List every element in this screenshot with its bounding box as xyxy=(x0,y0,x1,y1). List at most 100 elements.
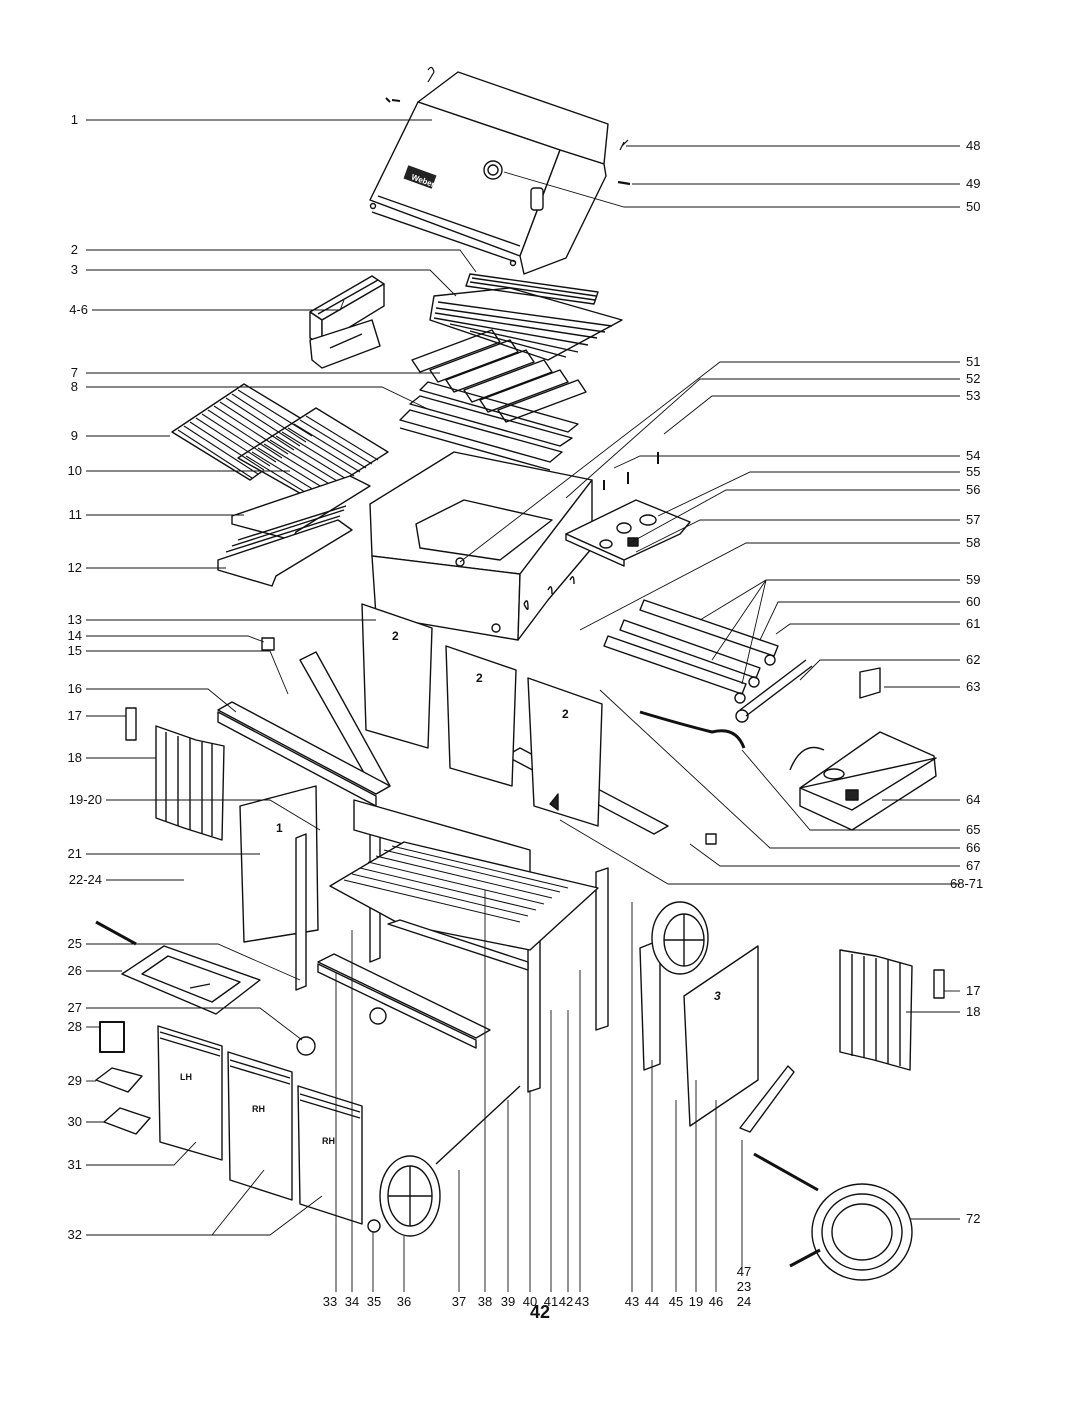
callout-30: 30 xyxy=(68,1114,82,1129)
callout-22-24: 22-24 xyxy=(69,872,102,887)
callout-27: 27 xyxy=(68,1000,82,1015)
callout-32: 32 xyxy=(68,1227,82,1242)
callout-34: 34 xyxy=(345,1294,359,1309)
callout-51: 51 xyxy=(966,354,980,369)
mark-3: 3 xyxy=(714,989,721,1003)
callout-62: 62 xyxy=(966,652,980,667)
cabinet-doors-drawing xyxy=(157,1025,363,1225)
callouts-right: 48 49 50 51 52 53 54 55 56 57 58 59 60 6… xyxy=(950,138,983,1226)
callout-19-20: 19-20 xyxy=(69,792,102,807)
cooking-grate-drawing xyxy=(429,287,623,361)
heat-deflector-drawing xyxy=(399,381,579,471)
callout-59: 59 xyxy=(966,572,980,587)
callout-61: 61 xyxy=(966,616,980,631)
propane-tank-drawing xyxy=(789,731,937,831)
wheel-small-drawing xyxy=(651,901,709,975)
rod-drawing xyxy=(435,1085,521,1165)
callout-7: 7 xyxy=(71,365,78,380)
callout-4-6: 4-6 xyxy=(69,302,88,317)
callout-65: 65 xyxy=(966,822,980,837)
mark-2-c: 2 xyxy=(562,707,569,721)
callout-16: 16 xyxy=(68,681,82,696)
cooking-grids-drawing xyxy=(171,383,389,501)
side-shelf-left-drawing xyxy=(155,725,225,841)
callout-45: 45 xyxy=(669,1294,683,1309)
callout-48: 48 xyxy=(966,138,980,153)
callout-14: 14 xyxy=(68,628,82,643)
callout-25: 25 xyxy=(68,936,82,951)
callout-31: 31 xyxy=(68,1157,82,1172)
leader-lines xyxy=(86,119,960,1292)
callout-40: 40 xyxy=(523,1294,537,1309)
callout-15: 15 xyxy=(68,643,82,658)
callout-43b: 43 xyxy=(625,1294,639,1309)
tray-drawing xyxy=(217,475,371,587)
callout-11: 11 xyxy=(69,507,83,522)
callout-23: 23 xyxy=(737,1279,751,1294)
small-parts-drawing xyxy=(95,637,945,1233)
mark-rh-b: RH xyxy=(322,1136,335,1146)
callout-57: 57 xyxy=(966,512,980,527)
callout-3: 3 xyxy=(71,262,78,277)
callout-43: 43 xyxy=(575,1294,589,1309)
burner-tubes-drawing xyxy=(603,599,813,723)
callout-66: 66 xyxy=(966,840,980,855)
callout-2: 2 xyxy=(71,242,78,257)
callout-39: 39 xyxy=(501,1294,515,1309)
callouts-left: 1 2 3 4-6 7 8 9 10 11 12 13 14 15 16 17 … xyxy=(68,112,102,1242)
callout-63: 63 xyxy=(966,679,980,694)
callout-46: 46 xyxy=(709,1294,723,1309)
callout-42: 42 xyxy=(559,1294,573,1309)
callout-17: 17 xyxy=(68,708,82,723)
callout-9: 9 xyxy=(71,428,78,443)
callout-17-right: 17 xyxy=(966,983,980,998)
callout-19-bottom: 19 xyxy=(689,1294,703,1309)
callout-52: 52 xyxy=(966,371,980,386)
callout-36: 36 xyxy=(397,1294,411,1309)
callout-26: 26 xyxy=(68,963,82,978)
mark-rh-a: RH xyxy=(252,1104,265,1114)
catch-pan-drawing xyxy=(121,945,261,1015)
grill-drawings xyxy=(95,66,945,1281)
callout-8: 8 xyxy=(71,379,78,394)
mark-lh: LH xyxy=(180,1072,192,1082)
callout-64: 64 xyxy=(966,792,980,807)
callout-24: 24 xyxy=(737,1294,751,1309)
callout-60: 60 xyxy=(966,594,980,609)
callout-28: 28 xyxy=(68,1019,82,1034)
callout-47: 47 xyxy=(737,1264,751,1279)
mark-2-a: 2 xyxy=(392,629,399,643)
callout-12: 12 xyxy=(68,560,82,575)
smoker-box-drawing xyxy=(309,275,385,369)
callout-18: 18 xyxy=(68,750,82,765)
control-panel-drawing xyxy=(565,499,691,567)
callout-58: 58 xyxy=(966,535,980,550)
page-number: 42 xyxy=(529,1302,551,1322)
callout-72: 72 xyxy=(966,1211,980,1226)
callout-35: 35 xyxy=(367,1294,381,1309)
callout-41: 41 xyxy=(544,1294,558,1309)
callout-21: 21 xyxy=(68,846,82,861)
side-shelf-right-drawing xyxy=(839,949,913,1071)
callout-56: 56 xyxy=(966,482,980,497)
callout-13: 13 xyxy=(68,612,82,627)
wheel-large-drawing xyxy=(379,1155,441,1237)
callout-53: 53 xyxy=(966,388,980,403)
lid-drawing xyxy=(369,66,631,275)
callouts-bottom: 33 34 35 36 37 38 39 40 41 42 43 43 44 4… xyxy=(323,1264,751,1309)
flavorizer-bars-drawing xyxy=(411,329,587,423)
callout-37: 37 xyxy=(452,1294,466,1309)
frame-drawing xyxy=(217,603,669,1093)
callout-18-right: 18 xyxy=(966,1004,980,1019)
hose-wire-drawing xyxy=(639,710,746,749)
warming-rack-drawing xyxy=(465,273,599,305)
mark-1: 1 xyxy=(276,821,283,835)
callout-1: 1 xyxy=(71,112,78,127)
callout-67: 67 xyxy=(966,858,980,873)
callout-29: 29 xyxy=(68,1073,82,1088)
part-marks: 2 2 2 1 3 LH RH RH xyxy=(180,629,721,1146)
gas-hose-drawing xyxy=(789,1183,913,1281)
callout-55: 55 xyxy=(966,464,980,479)
